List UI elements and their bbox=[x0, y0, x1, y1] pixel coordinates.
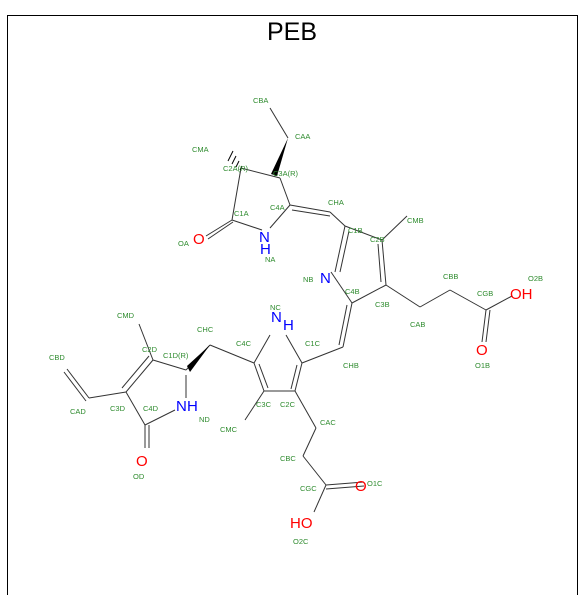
label-c4a: C4A bbox=[270, 203, 285, 212]
atom-n-a: N bbox=[259, 229, 270, 246]
label-oa: OA bbox=[178, 239, 189, 248]
label-c3d: C3D bbox=[110, 404, 126, 413]
wedge-bond-c1d bbox=[187, 345, 210, 372]
atom-o-d: O bbox=[136, 453, 148, 470]
label-o1b: O1B bbox=[475, 361, 490, 370]
atom-n-d: N bbox=[176, 398, 187, 415]
label-cbd: CBD bbox=[49, 353, 65, 362]
label-cad: CAD bbox=[70, 407, 86, 416]
label-c3b: C3B bbox=[375, 300, 390, 309]
label-cba: CBA bbox=[253, 96, 268, 105]
label-cmd: CMD bbox=[117, 311, 135, 320]
label-cgb: CGB bbox=[477, 289, 493, 298]
label-c3c: C3C bbox=[256, 400, 272, 409]
atom-labels: CBA CAA CMA C2A(R) C3A(R) CHA C4A C1A OA… bbox=[49, 96, 543, 546]
label-c2c: C2C bbox=[280, 400, 296, 409]
label-nb: NB bbox=[303, 275, 313, 284]
label-c2b: C2B bbox=[370, 235, 385, 244]
label-c3a: C3A(R) bbox=[273, 169, 299, 178]
label-chb: CHB bbox=[343, 361, 359, 370]
label-c4c: C4C bbox=[236, 339, 252, 348]
atom-ho-c: HO bbox=[290, 515, 313, 532]
label-c4d: C4D bbox=[143, 404, 159, 413]
label-nd: ND bbox=[199, 415, 210, 424]
label-c2d: C2D bbox=[142, 345, 158, 354]
atom-n-c: N bbox=[271, 309, 282, 326]
label-cmb: CMB bbox=[407, 216, 424, 225]
diagram-frame bbox=[7, 15, 578, 595]
label-c1d: C1D(R) bbox=[163, 351, 189, 360]
label-o2c: O2C bbox=[293, 537, 309, 546]
label-o1c: O1C bbox=[367, 479, 383, 488]
wedge-bond-c3a bbox=[271, 138, 288, 176]
atom-oh-b: OH bbox=[510, 286, 533, 303]
label-c1c: C1C bbox=[305, 339, 321, 348]
atom-n-b: N bbox=[320, 270, 331, 287]
label-od: OD bbox=[133, 472, 145, 481]
label-o2b: O2B bbox=[528, 274, 543, 283]
atom-o-a: O bbox=[193, 231, 205, 248]
diagram-title: PEB bbox=[266, 18, 318, 46]
label-cmc: CMC bbox=[220, 425, 238, 434]
atom-h-a: H bbox=[260, 241, 271, 258]
label-cgc: CGC bbox=[300, 484, 317, 493]
label-c4b: C4B bbox=[345, 287, 360, 296]
label-cab: CAB bbox=[410, 320, 425, 329]
heteroatom-symbols: O N H N OH O N H O HO N H O bbox=[136, 229, 533, 532]
atom-o-b: O bbox=[476, 342, 488, 359]
atom-h-c: H bbox=[283, 317, 294, 334]
label-cbc: CBC bbox=[280, 454, 296, 463]
label-c2a: C2A(R) bbox=[223, 164, 249, 173]
label-c1b: C1B bbox=[348, 226, 363, 235]
atom-o-c1: O bbox=[355, 478, 367, 495]
bond-lines bbox=[63, 107, 513, 513]
label-na: NA bbox=[265, 255, 275, 264]
label-c1a: C1A bbox=[234, 209, 249, 218]
label-nc: NC bbox=[270, 303, 281, 312]
label-chc: CHC bbox=[197, 325, 214, 334]
label-cma: CMA bbox=[192, 145, 209, 154]
hash-bond-c2a bbox=[227, 150, 243, 171]
label-caa: CAA bbox=[295, 132, 310, 141]
label-cac: CAC bbox=[320, 418, 336, 427]
label-cha: CHA bbox=[328, 198, 344, 207]
atom-h-d: H bbox=[187, 398, 198, 415]
label-cbb: CBB bbox=[443, 272, 458, 281]
